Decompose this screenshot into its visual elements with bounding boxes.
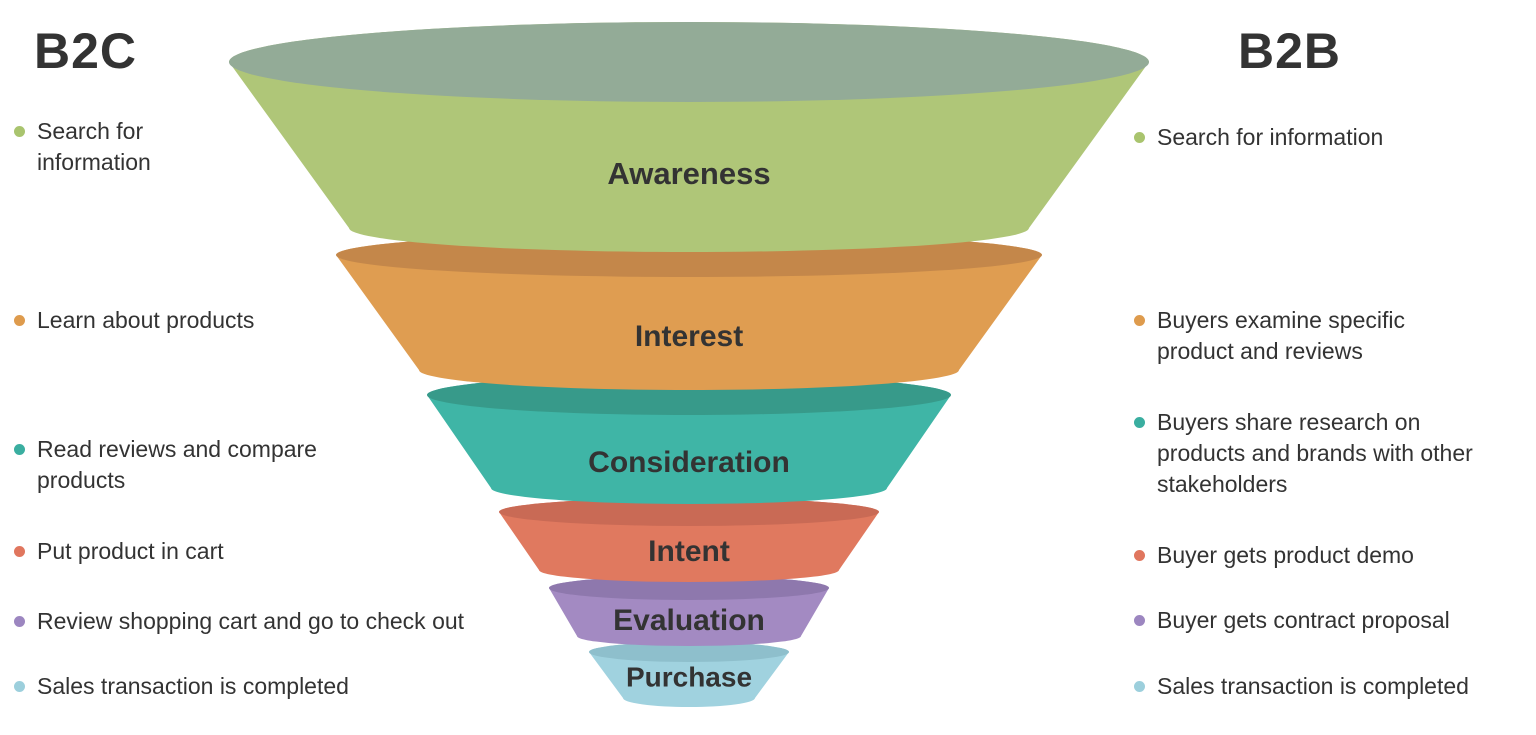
bullet-dot-icon: [1134, 417, 1145, 428]
funnel-stage-label: Interest: [635, 320, 743, 353]
bullet-dot-icon: [1134, 132, 1145, 143]
b2b-item-label: Buyer gets contract proposal: [1157, 607, 1450, 633]
bullet-dot-icon: [14, 681, 25, 692]
funnel-stage-rim: [499, 498, 879, 526]
funnel-stage-awareness: Awareness: [229, 22, 1149, 253]
bullet-dot-icon: [1134, 615, 1145, 626]
funnel-stage-evaluation: Evaluation: [549, 576, 829, 646]
b2b-item-intent: Buyer gets product demo: [1134, 540, 1494, 571]
funnel-stage-label: Awareness: [607, 156, 770, 191]
funnel-stage-label: Purchase: [626, 661, 752, 692]
funnel-stage-label: Evaluation: [613, 604, 765, 637]
bullet-dot-icon: [1134, 550, 1145, 561]
b2b-item-purchase: Sales transaction is completed: [1134, 671, 1534, 702]
funnel-stage-label: Intent: [648, 535, 730, 568]
b2c-item-awareness: Search for information: [14, 116, 234, 178]
b2c-item-label: Search for information: [37, 118, 151, 175]
b2c-item-interest: Learn about products: [14, 305, 344, 336]
b2c-item-purchase: Sales transaction is completed: [14, 671, 434, 702]
b2b-item-consideration: Buyers share research on products and br…: [1134, 407, 1474, 500]
b2b-item-label: Buyer gets product demo: [1157, 542, 1414, 568]
b2c-item-consideration: Read reviews and compare products: [14, 434, 394, 496]
b2c-item-label: Review shopping cart and go to check out: [37, 608, 465, 634]
b2c-item-intent: Put product in cart: [14, 536, 344, 567]
b2c-item-label: Sales transaction is completed: [37, 673, 349, 699]
funnel-stage-rim: [549, 576, 829, 600]
funnel-stage-interest: Interest: [336, 233, 1042, 390]
b2b-item-interest: Buyers examine specific product and revi…: [1134, 305, 1464, 367]
b2b-item-label: Buyers examine specific product and revi…: [1157, 307, 1405, 364]
b2b-title: B2B: [1238, 23, 1342, 79]
funnel-stage-consideration: Consideration: [427, 375, 951, 504]
funnel-stage-intent: Intent: [499, 498, 879, 582]
funnel-stage-rim: [229, 22, 1149, 102]
bullet-dot-icon: [1134, 681, 1145, 692]
bullet-dot-icon: [14, 444, 25, 455]
b2c-item-label: Learn about products: [37, 307, 255, 333]
funnel-stage-rim: [589, 642, 789, 662]
b2c-title: B2C: [34, 23, 138, 79]
bullet-dot-icon: [14, 126, 25, 137]
b2b-item-label: Search for information: [1157, 124, 1384, 150]
b2c-item-label: Put product in cart: [37, 538, 224, 564]
b2b-item-label: Buyers share research on products and br…: [1157, 409, 1473, 497]
b2b-item-awareness: Search for information: [1134, 122, 1464, 153]
bullet-dot-icon: [14, 546, 25, 557]
bullet-dot-icon: [14, 315, 25, 326]
bullet-dot-icon: [14, 616, 25, 627]
bullet-dot-icon: [1134, 315, 1145, 326]
b2c-item-evaluation: Review shopping cart and go to check out: [14, 606, 574, 637]
b2c-item-label: Read reviews and compare products: [37, 436, 317, 493]
funnel-stage-purchase: Purchase: [589, 642, 789, 707]
b2b-item-evaluation: Buyer gets contract proposal: [1134, 605, 1514, 636]
b2b-item-label: Sales transaction is completed: [1157, 673, 1469, 699]
funnel-stage-label: Consideration: [588, 446, 790, 479]
